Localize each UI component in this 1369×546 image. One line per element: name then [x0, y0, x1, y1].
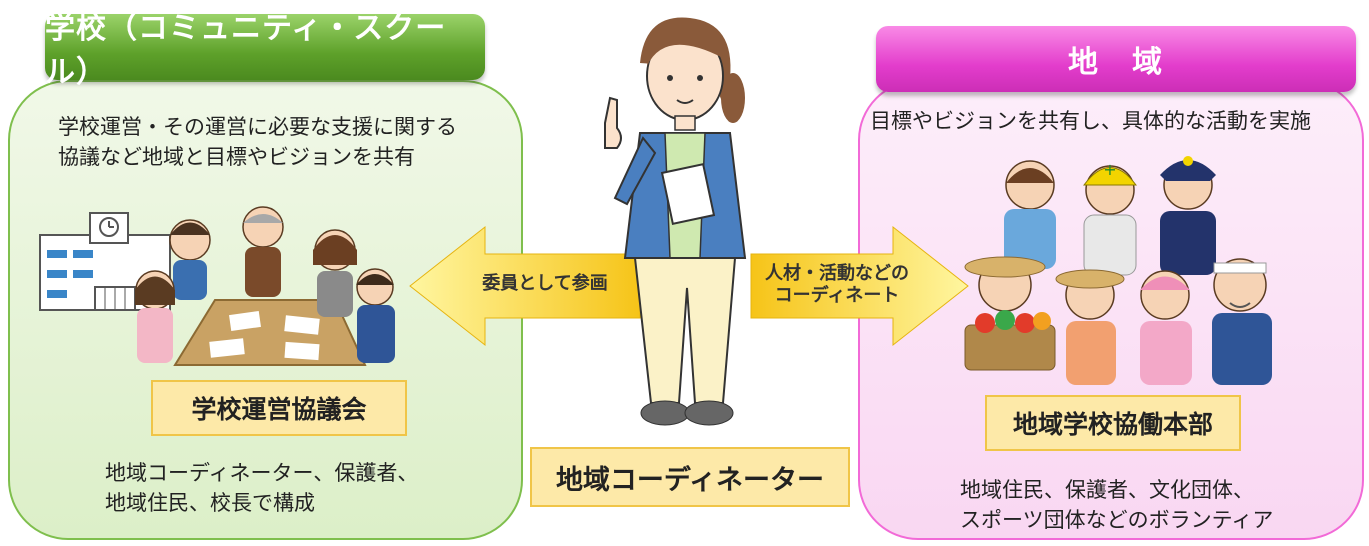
school-building-icon — [39, 212, 171, 311]
community-title: 地 域 — [876, 26, 1356, 92]
svg-text:+: + — [1103, 160, 1116, 179]
community-hq-label: 地域学校協働本部 — [985, 395, 1241, 451]
coordinator-label: 地域コーディネーター — [530, 447, 850, 507]
school-title: 学校（コミュニティ・スクール） — [45, 11, 485, 90]
school-description: 学校運営・その運営に必要な支援に関する 協議など地域と目標やビジョンを共有 — [58, 115, 457, 169]
community-members: 地域住民、保護者、文化団体、 スポーツ団体などのボランティア — [960, 478, 1274, 532]
left-arrow-label: 委員として参画 — [482, 273, 608, 294]
school-council-members: 地域コーディネーター、保護者、 地域住民、校長で構成 — [105, 461, 419, 515]
coordinator-figure — [604, 17, 747, 426]
community-panel — [858, 80, 1364, 540]
community-people-illustration: + — [964, 156, 1272, 385]
school-meeting-illustration — [39, 206, 395, 366]
school-council-label: 学校運営協議会 — [151, 380, 407, 436]
community-description: 目標やビジョンを共有し、具体的な活動を実施 — [870, 109, 1311, 133]
right-arrow-label: 人材・活動などの コーディネート — [765, 263, 909, 306]
right-arrow-icon — [750, 225, 969, 347]
